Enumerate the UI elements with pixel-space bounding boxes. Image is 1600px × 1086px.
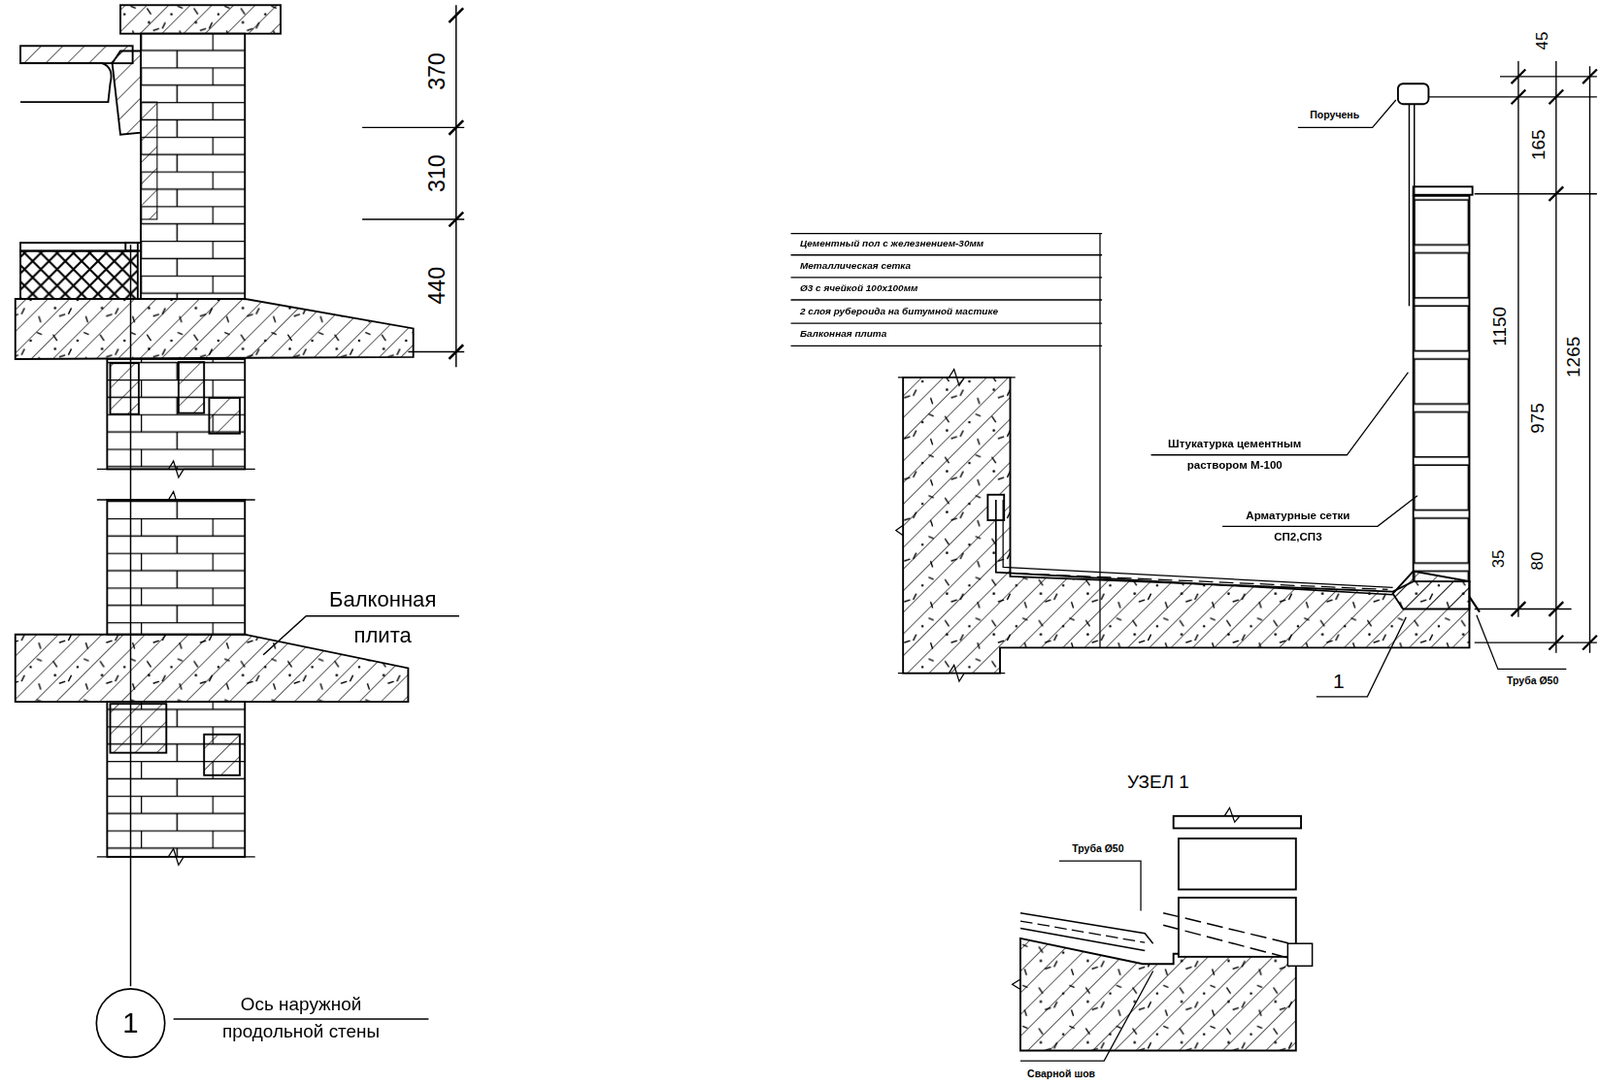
table-cell: Металлическая сетка — [798, 261, 913, 272]
axis-number: 1 — [122, 1006, 138, 1040]
axis-marker: 1 — [95, 987, 167, 1060]
wall-section — [15, 4, 414, 866]
table-cell: Цементный пол с железнением-30мм — [798, 237, 986, 249]
axis-caption: Ось наружной продольной стены — [210, 991, 393, 1047]
dimension-value: 975 — [1527, 400, 1549, 436]
dimension-value: 1265 — [1563, 334, 1585, 380]
part-label: Балконная плита — [316, 581, 450, 654]
part-label: Сварной шов — [1025, 1068, 1098, 1081]
dimension-value: 370 — [424, 50, 451, 93]
dimension-value: 1150 — [1489, 304, 1511, 349]
detail-drawing — [1012, 807, 1313, 1051]
axis-circle-outline — [96, 989, 165, 1058]
dimension-lines — [362, 4, 465, 367]
part-label: Труба Ø50 — [1069, 842, 1126, 855]
balcony-section — [896, 83, 1480, 682]
detail-title: УЗЕЛ 1 — [1125, 771, 1192, 794]
dimension-lines — [1428, 61, 1597, 654]
part-label: Поручень — [1307, 109, 1362, 122]
leader-lines — [1020, 861, 1154, 1062]
dimension-value: 310 — [424, 152, 451, 195]
note-text: Арматурные сетки СП2,СП3 — [1240, 504, 1356, 548]
dimension-value: 80 — [1528, 550, 1547, 573]
callout-number: 1 — [1331, 669, 1347, 694]
leader-lines — [1151, 100, 1567, 698]
dimension-value: 440 — [424, 265, 451, 307]
dimension-value: 45 — [1533, 30, 1552, 53]
dimension-value: 165 — [1528, 127, 1550, 163]
part-label: Труба Ø50 — [1504, 675, 1561, 688]
note-text: Штукатурка цементным раствором М-100 — [1163, 433, 1306, 477]
table-cell: Балконная плита — [798, 329, 889, 340]
table-cell: Ø3 с ячейкой 100х100мм — [798, 283, 921, 295]
layer-table — [791, 233, 1103, 649]
table-cell: 2 слоя рубероида на битумной мастике — [798, 306, 1000, 318]
dimension-value: 35 — [1489, 548, 1508, 571]
